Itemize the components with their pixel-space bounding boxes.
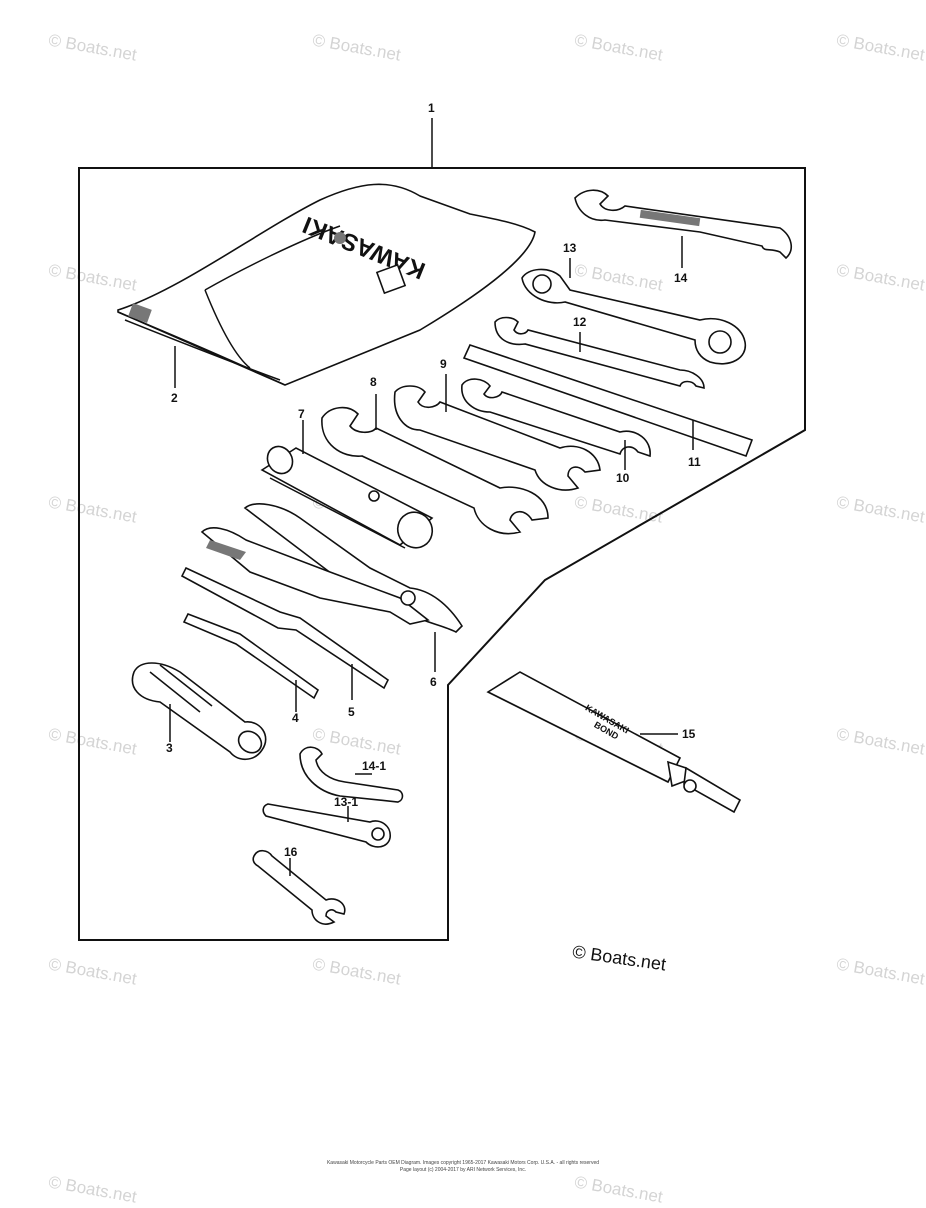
callout-13: 13: [563, 241, 577, 255]
callout-12: 12: [573, 315, 587, 329]
callout-14: 14: [674, 271, 688, 285]
screwdriver-handle-3: [131, 662, 267, 761]
callout-5: 5: [348, 705, 355, 719]
callout-2: 2: [171, 391, 178, 405]
wrench-12: [494, 316, 705, 390]
callout-1: 1: [428, 101, 435, 115]
callout-3: 3: [166, 741, 173, 755]
footer-layout-credit: Page layout (c) 2004-2017 by ARI Network…: [399, 1167, 527, 1173]
box-wrench-13: [521, 268, 746, 365]
footer-copyright: Kawasaki Motorcycle Parts OEM Diagram. I…: [326, 1160, 600, 1166]
callout-13-1: 13-1: [334, 795, 358, 809]
handle-bar-11: [462, 344, 754, 458]
callout-14-1: 14-1: [362, 759, 386, 773]
callout-6: 6: [430, 675, 437, 689]
callout-4: 4: [292, 711, 299, 725]
screwdriver-blade-5: [180, 566, 390, 690]
wrench-8: [321, 406, 549, 535]
tool-bag: KAWASAKI: [117, 183, 536, 386]
kit-group-outline: [78, 167, 806, 941]
hook-spanner-14-1: [299, 746, 404, 803]
footer: Kawasaki Motorcycle Parts OEM Diagram. I…: [0, 1160, 926, 1174]
small-wrench-16: [252, 849, 346, 925]
callout-15: 15: [682, 727, 696, 741]
box-spanner-13-1: [262, 803, 391, 848]
callout-9: 9: [440, 357, 447, 371]
callout-10: 10: [616, 471, 630, 485]
pliers-6: [200, 503, 464, 633]
callout-16: 16: [284, 845, 298, 859]
callout-11: 11: [688, 455, 701, 469]
spanner-14: [574, 189, 793, 260]
callout-7: 7: [298, 407, 305, 421]
callout-8: 8: [370, 375, 377, 389]
screwdriver-blade-4: [182, 612, 320, 700]
wrench-10: [461, 378, 651, 458]
spark-plug-socket-7: [260, 445, 434, 549]
bond-tube-15: KAWASAKI BOND: [486, 671, 742, 814]
